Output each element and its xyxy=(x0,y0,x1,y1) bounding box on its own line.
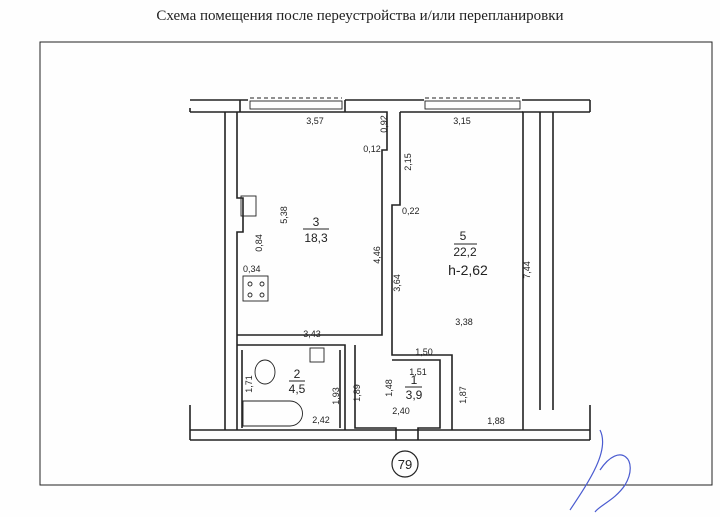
dim: 0,34 xyxy=(243,264,261,274)
dim: 3,38 xyxy=(455,317,473,327)
dim: 2,40 xyxy=(392,406,410,416)
room-2-area: 4,5 xyxy=(289,382,306,396)
dim: 1,93 xyxy=(331,387,341,405)
document-title: Схема помещения после переустройства и/и… xyxy=(156,8,564,24)
room-5-area: 22,2 xyxy=(453,245,477,259)
walls xyxy=(189,99,591,441)
stove-icon xyxy=(242,275,269,302)
dim: 3,43 xyxy=(303,329,321,339)
dim: 4,46 xyxy=(372,246,382,264)
dim: 3,64 xyxy=(392,274,402,292)
dim: 0,22 xyxy=(402,206,420,216)
dim: 2,15 xyxy=(403,153,413,171)
dim: 0,12 xyxy=(363,144,381,154)
fixtures xyxy=(240,195,325,427)
windows xyxy=(249,97,521,110)
dim: 3,15 xyxy=(453,116,471,126)
dim: 1,48 xyxy=(384,379,394,397)
dimension-labels: 3,57 3,15 0,92 0,12 2,15 0,22 5,38 0,84 … xyxy=(243,115,532,426)
room-2-number: 2 xyxy=(294,367,301,381)
dim: 0,84 xyxy=(254,234,264,252)
room-labels: 3 18,3 5 22,2 h-2,62 2 4,5 1 3,9 xyxy=(289,215,488,402)
dim: 1,50 xyxy=(415,347,433,357)
dim: 3,57 xyxy=(306,116,324,126)
apartment-number-badge: 79 xyxy=(391,450,419,478)
room-1-number: 1 xyxy=(411,373,418,387)
bathtub-icon xyxy=(242,400,303,427)
toilet-icon xyxy=(254,359,276,385)
room-5-height: h-2,62 xyxy=(448,262,488,278)
room-3-number: 3 xyxy=(313,215,320,229)
dim: 1,71 xyxy=(244,375,254,393)
signature xyxy=(569,429,631,513)
frame xyxy=(39,41,713,486)
dim: 1,87 xyxy=(458,386,468,404)
dim: 7,44 xyxy=(522,261,532,279)
room-5-number: 5 xyxy=(460,229,467,243)
dim: 1,51 xyxy=(409,367,427,377)
dim: 0,92 xyxy=(379,115,389,133)
room-1-area: 3,9 xyxy=(406,388,423,402)
dim: 1,88 xyxy=(487,416,505,426)
dim: 2,42 xyxy=(312,415,330,425)
sink-icon xyxy=(309,347,325,363)
dim: 1,89 xyxy=(352,384,362,402)
radiator-icon xyxy=(240,195,257,217)
dim: 5,38 xyxy=(279,206,289,224)
apartment-number: 79 xyxy=(398,457,412,472)
room-3-area: 18,3 xyxy=(304,231,328,245)
